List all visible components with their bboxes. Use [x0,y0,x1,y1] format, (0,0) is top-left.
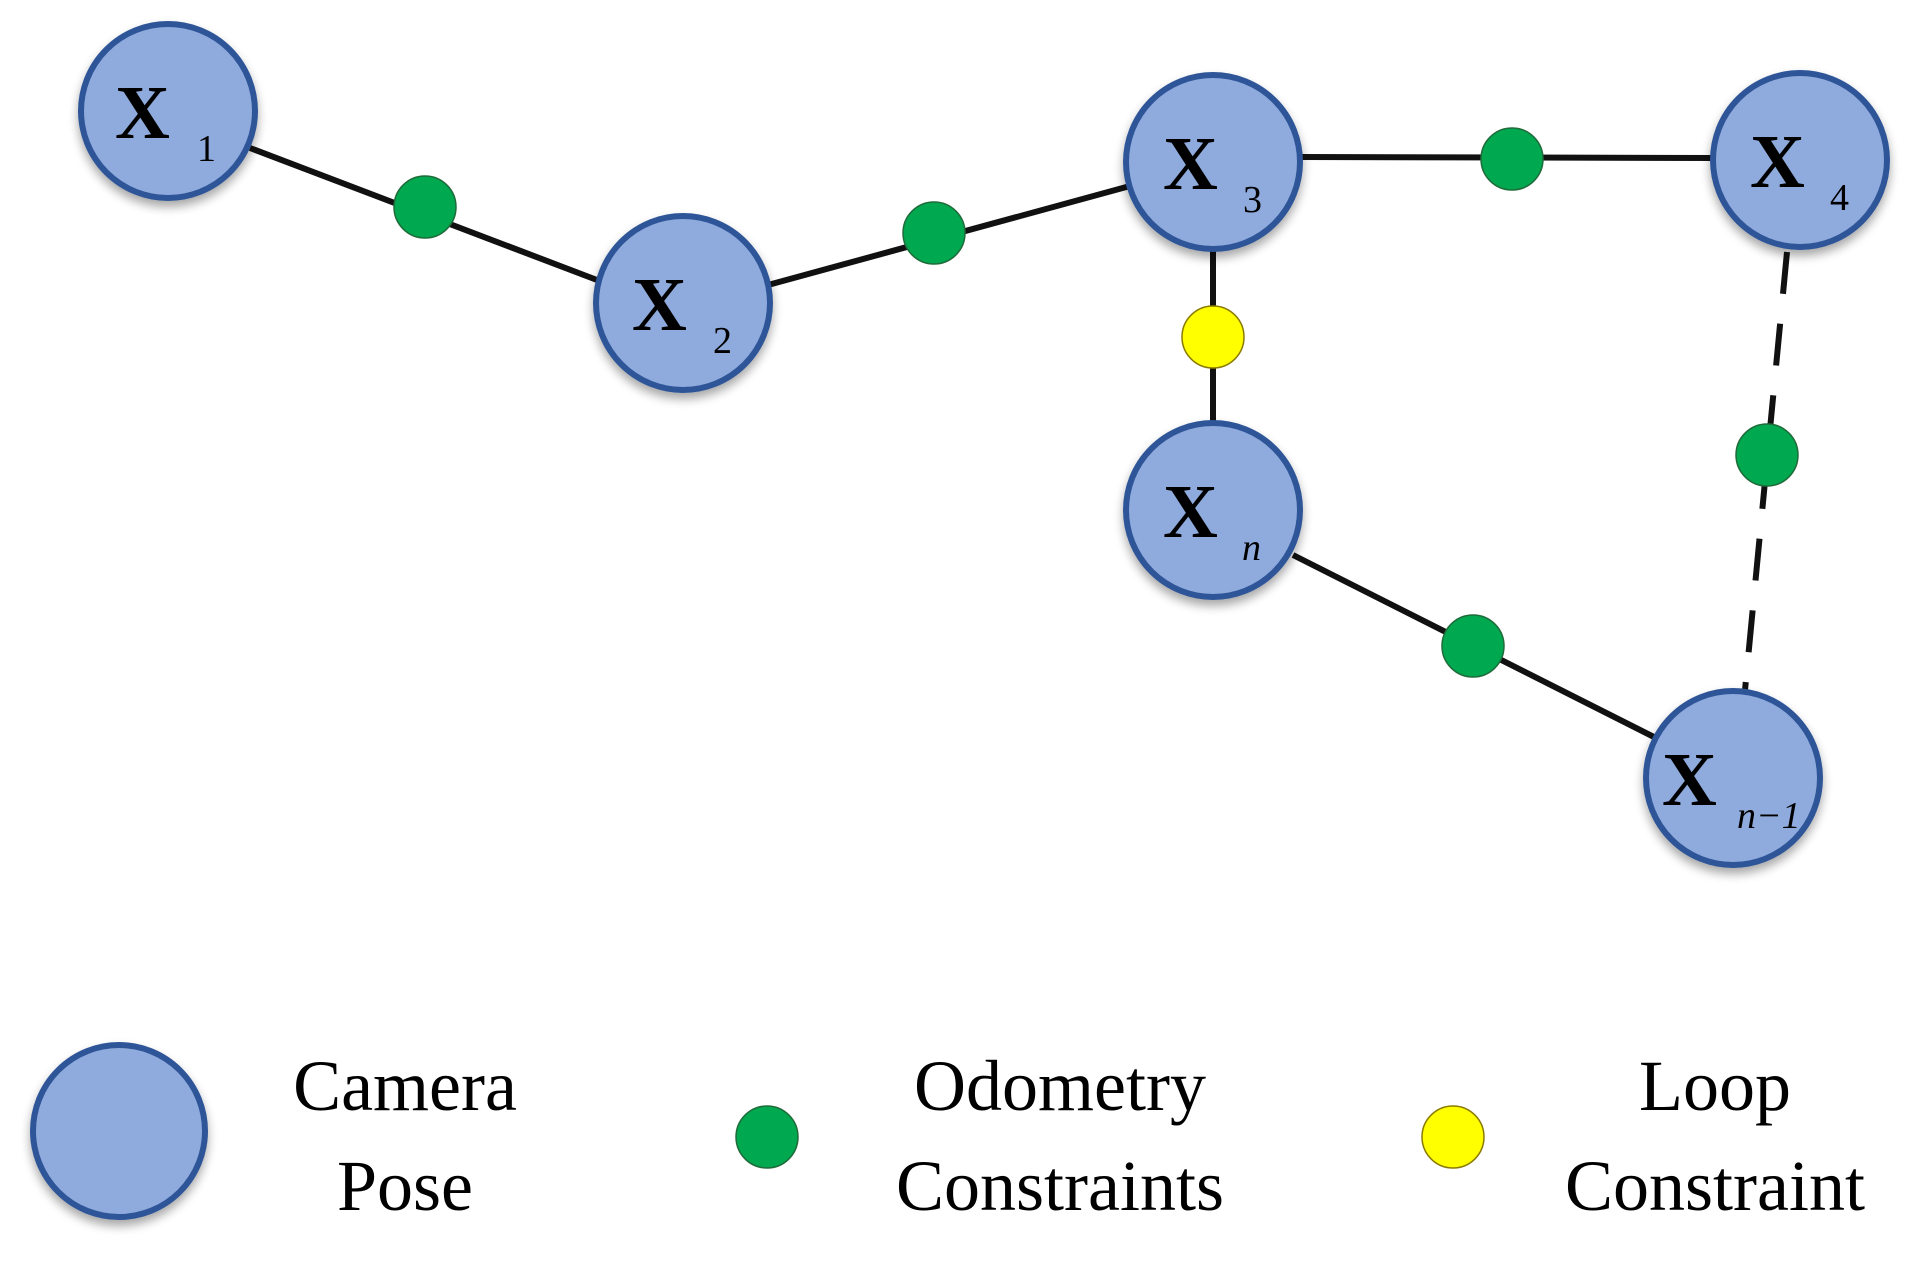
legend-odometry-line1: Odometry [914,1046,1206,1126]
node-sub-label: 4 [1830,177,1849,219]
legend-odometry-swatch [735,1105,799,1169]
svg-text:X: X [1163,470,1218,554]
svg-text:X: X [115,71,170,155]
odometry-constraint-x4-xn-1 [1735,423,1799,487]
node-sub-label: n [1242,527,1261,569]
node-main-label: X [1750,120,1805,204]
camera-pose-x2: X 2 [593,213,773,393]
node-sub-label: 3 [1243,179,1262,221]
odometry-constraint-x2-x3 [902,201,966,265]
node-sub-label: n−1 [1737,795,1801,837]
svg-text:X: X [632,263,687,347]
legend-camera-pose-line2: Pose [337,1146,473,1226]
legend-loop-line1: Loop [1639,1046,1791,1126]
camera-pose-xn-1: X n−1 [1643,688,1823,868]
camera-pose-x1: X 1 [78,21,258,201]
legend-loop-line2: Constraint [1565,1146,1865,1226]
legend-odometry: Odometry Constraints [735,1046,1224,1226]
node-sub-label: 2 [713,320,732,362]
node-main-label: X [1163,470,1218,554]
svg-text:X: X [1163,122,1218,206]
legend-camera-pose: Camera Pose [30,1042,517,1226]
legend-odometry-line2: Constraints [896,1146,1224,1226]
camera-pose-x3: X 3 [1123,72,1303,252]
legend-loop-swatch [1421,1105,1485,1169]
odometry-constraint-x3-x4 [1480,127,1544,191]
loop-constraint-x3-xn [1181,305,1245,369]
node-main-label: X [1163,122,1218,206]
odometry-constraint-xn-xn-1 [1441,614,1505,678]
legend: Camera Pose Odometry Constraints Loop Co… [30,1042,1865,1226]
node-sub-label: 1 [197,128,216,170]
node-main-label: X [632,263,687,347]
legend-loop: Loop Constraint [1421,1046,1865,1226]
legend-camera-pose-line1: Camera [293,1046,517,1126]
node-main-label: X [115,71,170,155]
svg-text:X: X [1750,120,1805,204]
odometry-constraint-x1-x2 [393,175,457,239]
legend-camera-pose-swatch [30,1042,208,1220]
camera-pose-xn: X n [1123,420,1303,600]
camera-pose-x4: X 4 [1710,70,1890,250]
node-main-label: X [1662,738,1717,822]
svg-text:X: X [1662,738,1717,822]
